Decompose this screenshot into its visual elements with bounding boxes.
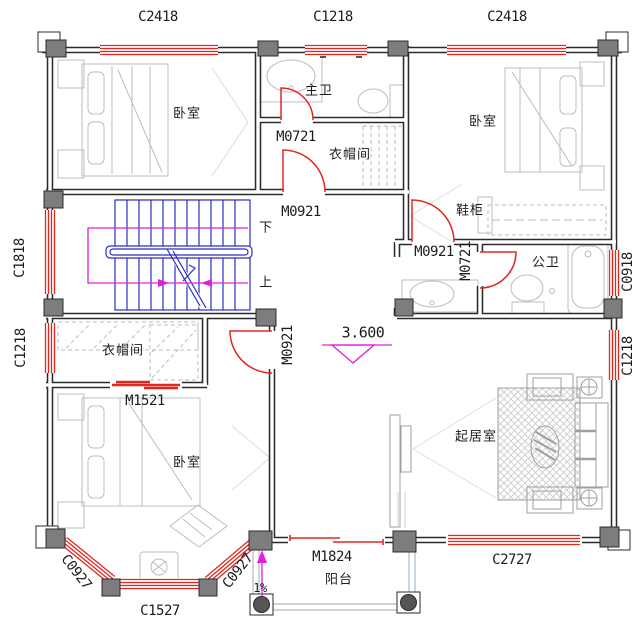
window-label-c1818-left: C1818 bbox=[12, 238, 28, 278]
door-label-m0721-master-bath: M0721 bbox=[276, 129, 316, 145]
balcony-pier-left bbox=[249, 593, 274, 616]
window-c0927-bay-right bbox=[204, 537, 258, 586]
window-label-c0918-right: C0918 bbox=[620, 252, 636, 292]
window-c1218-right bbox=[608, 330, 620, 380]
window-c0918-right bbox=[608, 250, 620, 296]
window-c2727-bottom bbox=[446, 534, 582, 546]
swing-lines-bl bbox=[231, 425, 271, 491]
window-c1218-left bbox=[44, 323, 56, 373]
annotations-magenta bbox=[87, 227, 392, 596]
plant-table bbox=[139, 551, 179, 583]
bed-top-right bbox=[504, 61, 605, 191]
door-label-m1521-closet-bottom: M1521 bbox=[125, 393, 165, 409]
swing-lines-tl bbox=[211, 67, 249, 177]
wardrobe-bedroom-right bbox=[487, 204, 607, 236]
door-label-m1824-balcony: M1824 bbox=[312, 549, 352, 565]
door-bedroom-right bbox=[411, 199, 455, 243]
window-c1218-top-center bbox=[305, 44, 367, 56]
walls bbox=[42, 46, 622, 583]
door-label-m0721-public-bath: M0721 bbox=[458, 241, 474, 281]
columns bbox=[35, 31, 631, 616]
window-c2418-top-left bbox=[100, 44, 218, 56]
door-label-m0921-bedroom-right: M0921 bbox=[414, 244, 454, 260]
window-c1818-left bbox=[44, 210, 56, 294]
room-label-public-bath: 公卫 bbox=[531, 255, 561, 271]
balcony-railing bbox=[252, 548, 416, 611]
room-label-bedroom-top-left: 卧室 bbox=[172, 106, 202, 122]
door-closet-top bbox=[282, 149, 326, 193]
stair-up-label: 上 bbox=[258, 275, 274, 291]
room-label-closet-top: 衣帽间 bbox=[328, 147, 372, 163]
balcony-pipe bbox=[397, 492, 406, 528]
room-label-closet-bottom: 衣帽间 bbox=[101, 343, 145, 359]
label-shoe-cabinet: 鞋柜 bbox=[455, 203, 485, 219]
door-public-bath bbox=[479, 251, 517, 289]
shoe-cabinet-box bbox=[477, 196, 493, 234]
room-label-bedroom-top-right: 卧室 bbox=[468, 114, 498, 130]
staircase bbox=[105, 199, 253, 311]
bed-bottom-left bbox=[57, 393, 201, 529]
window-c0927-bay-left bbox=[60, 536, 116, 585]
window-label-c1218-left: C1218 bbox=[13, 328, 29, 368]
door-label-m0921-bedroom-bottom: M0921 bbox=[280, 325, 296, 365]
slope-value: 1% bbox=[253, 581, 267, 595]
stair-down-label: 下 bbox=[258, 220, 274, 236]
door-bedroom-bottom bbox=[229, 330, 273, 374]
room-label-living-room: 起居室 bbox=[454, 429, 498, 445]
swing-lines-tr bbox=[409, 183, 463, 249]
elevation-marker bbox=[322, 344, 392, 364]
door-closet-bottom-sliding bbox=[112, 380, 180, 390]
living-room-furniture bbox=[389, 373, 609, 528]
room-label-master-bath: 主卫 bbox=[304, 83, 334, 99]
slope-arrow bbox=[257, 550, 267, 596]
window-label-c1218-top-center: C1218 bbox=[313, 9, 353, 25]
door-master-bath bbox=[280, 87, 314, 121]
window-label-c1218-right: C1218 bbox=[620, 336, 636, 376]
door-label-m0921-closet-top: M0921 bbox=[281, 204, 321, 220]
doors-layer bbox=[112, 87, 517, 390]
wardrobe-closet-bottom bbox=[57, 321, 199, 381]
window-label-c1527-bay-bottom: C1527 bbox=[140, 603, 180, 619]
window-c1527-bay-bottom bbox=[118, 578, 202, 590]
room-label-bedroom-bottom-left: 卧室 bbox=[172, 455, 202, 471]
window-label-c2418-top-left: C2418 bbox=[138, 9, 178, 25]
balcony-pier-right bbox=[396, 591, 421, 614]
bed-top-left bbox=[57, 59, 169, 179]
window-label-c2418-top-right: C2418 bbox=[487, 9, 527, 25]
rug-bedroom-bottom-left bbox=[169, 504, 228, 548]
window-label-c2727-bottom: C2727 bbox=[492, 552, 532, 568]
door-m1824-balcony-sliding bbox=[288, 534, 385, 546]
room-label-balcony: 阳台 bbox=[324, 572, 354, 588]
elevation-value: 3.600 bbox=[341, 323, 385, 342]
window-c2418-top-right bbox=[447, 44, 566, 56]
windows-layer bbox=[44, 44, 620, 590]
